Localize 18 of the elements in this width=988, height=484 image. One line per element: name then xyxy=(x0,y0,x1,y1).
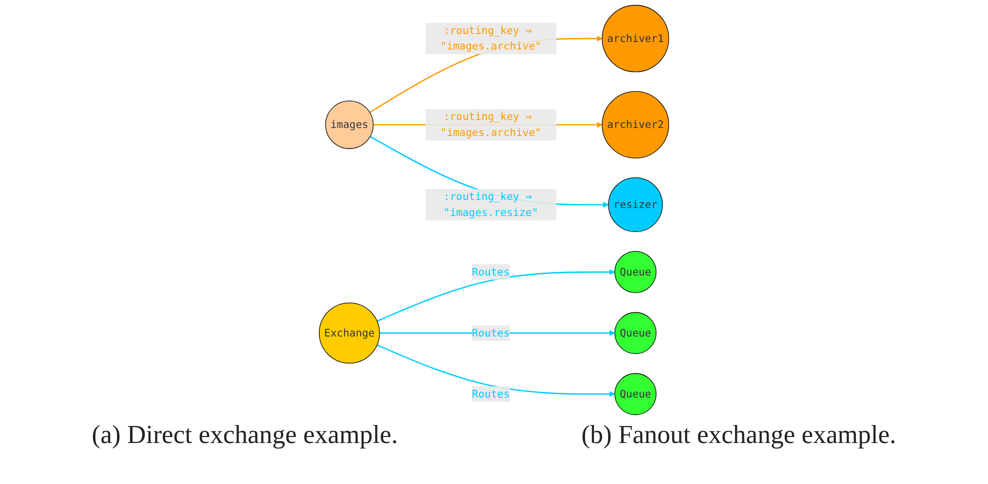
node-circle: Queue xyxy=(614,373,656,416)
arrow xyxy=(376,269,616,322)
arrow xyxy=(376,344,616,397)
edge-label: Routes xyxy=(472,265,510,278)
edge-label: Routes xyxy=(472,326,510,339)
caption: (b) Fanout exchange example. xyxy=(581,420,896,450)
edge-label: :routing_key ⇒ "images.archive" xyxy=(440,110,542,139)
node-circle: Queue xyxy=(614,312,656,354)
edge-label: :routing_key ⇒ "images.archive" xyxy=(440,24,542,52)
edge-label: :routing_key ⇒ "images.resize" xyxy=(444,190,538,218)
node-circle: Exchange xyxy=(318,302,380,364)
node-circle: resizer xyxy=(608,177,663,232)
node-circle: archiver2 xyxy=(602,91,670,158)
node-circle: archiver1 xyxy=(602,4,670,72)
node-circle: images xyxy=(325,100,374,149)
caption: (a) Direct exchange example. xyxy=(92,420,398,450)
node-circle: Queue xyxy=(614,251,656,294)
edge-label: Routes xyxy=(472,388,510,400)
